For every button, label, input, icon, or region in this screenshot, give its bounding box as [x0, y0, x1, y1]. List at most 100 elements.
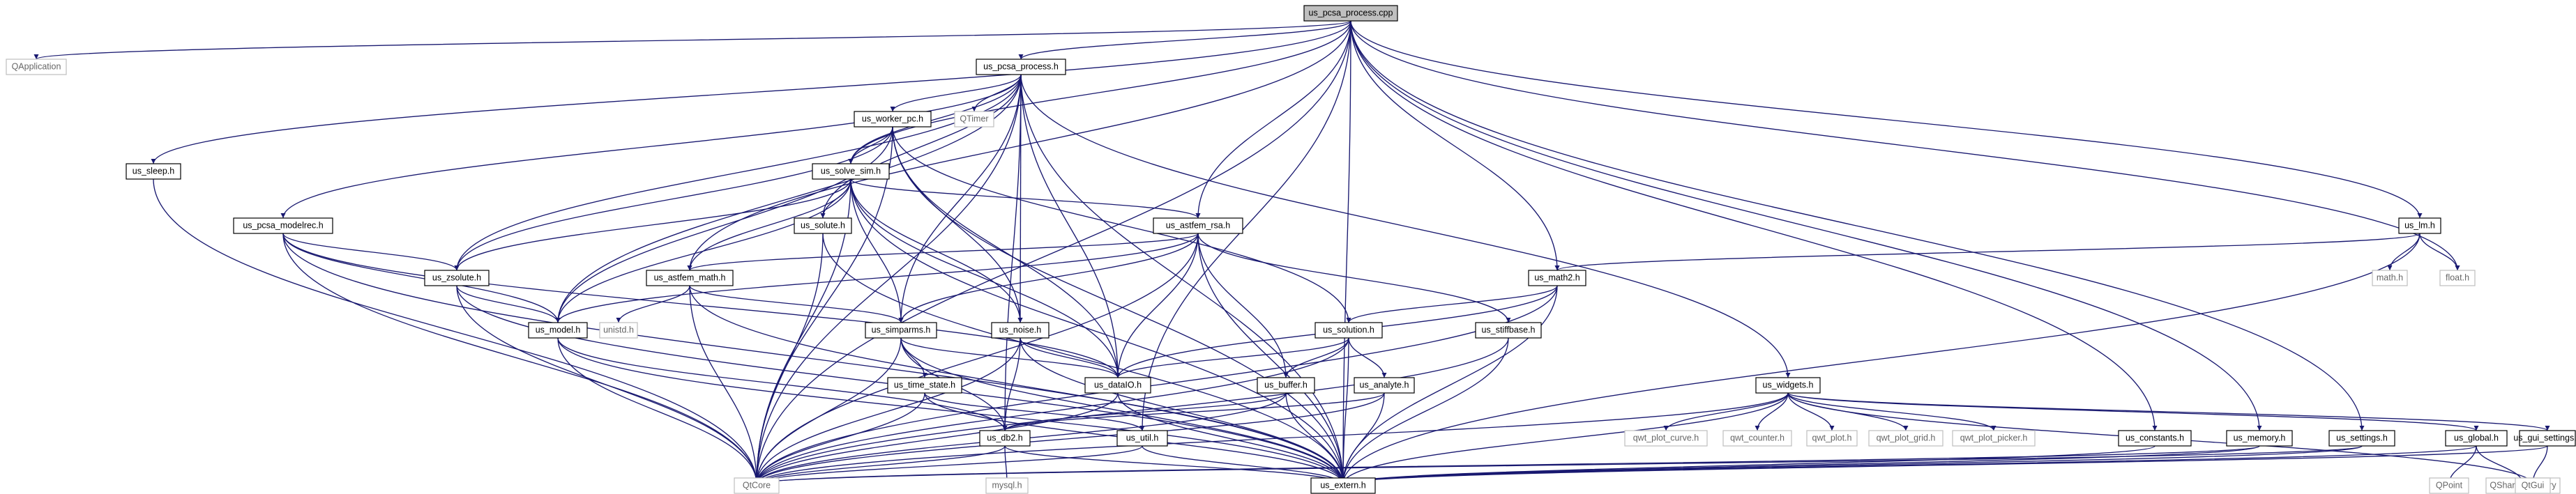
node-label: qwt_plot_curve.h: [1633, 433, 1699, 442]
edge-worker-to-qtcore: [754, 126, 893, 485]
node-label: QApplication: [12, 61, 61, 71]
node-label: us_db2.h: [987, 433, 1022, 442]
edge-solute-to-extern: [822, 233, 1346, 485]
node-box: [865, 322, 937, 339]
node-stiffbase[interactable]: us_stiffbase.h: [1475, 322, 1542, 339]
node-box: [424, 270, 490, 286]
node-label: us_time_state.h: [894, 380, 955, 389]
edge-root-to-util: [1139, 20, 1351, 431]
edge-astfemrsa-to-simparms: [898, 233, 1199, 323]
node-dataio[interactable]: us_dataIO.h: [1084, 377, 1151, 394]
edge-pcsa_h-to-qtcore: [754, 74, 1022, 485]
node-widgets[interactable]: us_widgets.h: [1755, 377, 1821, 394]
node-db2[interactable]: us_db2.h: [979, 430, 1031, 447]
node-astfemmath[interactable]: us_astfem_math.h: [646, 270, 734, 286]
node-label: us_gui_settings.h: [2513, 433, 2576, 442]
node-solute[interactable]: us_solute.h: [794, 217, 852, 234]
node-model[interactable]: us_model.h: [528, 322, 588, 339]
node-box: [991, 322, 1050, 339]
node-guisettings[interactable]: us_gui_settings.h: [2513, 430, 2576, 447]
node-global[interactable]: us_global.h: [2445, 430, 2508, 447]
node-label: us_constants.h: [2126, 433, 2184, 442]
edge-pcsa_h-to-zsolute: [454, 74, 1022, 271]
node-mathh: math.h: [2372, 270, 2408, 286]
node-qapp: QApplication: [6, 59, 67, 75]
node-noise[interactable]: us_noise.h: [991, 322, 1050, 339]
edge-root-to-floath: [1350, 20, 2460, 271]
node-extern[interactable]: us_extern.h: [1310, 477, 1376, 494]
node-label: float.h: [2446, 272, 2469, 282]
node-label: us_astfem_rsa.h: [1166, 220, 1230, 230]
node-unistd: unistd.h: [599, 322, 638, 339]
node-qtimer: QTimer: [954, 111, 994, 128]
edge-widgets-to-guisettings: [1787, 392, 2550, 431]
node-label: us_solute.h: [801, 220, 845, 230]
edge-root-to-memory: [1350, 20, 2262, 431]
node-box: [1303, 5, 1398, 22]
edge-widgets-to-qtcore: [754, 392, 1789, 485]
node-label: us_pcsa_modelrec.h: [243, 220, 323, 230]
node-simparms[interactable]: us_simparms.h: [865, 322, 937, 339]
edge-db2-to-qtcore: [754, 445, 1006, 485]
node-box: [2372, 270, 2408, 286]
node-analyte[interactable]: us_analyte.h: [1354, 377, 1415, 394]
node-solution[interactable]: us_solution.h: [1314, 322, 1383, 339]
node-box: [1528, 270, 1586, 286]
edge-solvesim-to-extern: [850, 178, 1346, 485]
edge-solvesim-to-model: [555, 178, 851, 323]
edge-solvesim-to-zsolute: [454, 178, 851, 271]
node-label: us_dataIO.h: [1094, 380, 1142, 389]
edge-modelrec-to-model: [282, 233, 561, 323]
edge-solvesim-to-noise: [850, 178, 1023, 323]
node-label: us_simparms.h: [872, 325, 931, 334]
edge-modelrec-to-qtcore: [282, 233, 759, 485]
node-label: us_lm.h: [2404, 220, 2435, 230]
node-mysql: mysql.h: [985, 477, 1029, 494]
node-label: math.h: [2377, 272, 2403, 282]
node-qwtplot: qwt_plot.h: [1806, 430, 1858, 447]
edge-solvesim-to-simparms: [850, 178, 904, 323]
node-root[interactable]: us_pcsa_process.cpp: [1303, 5, 1398, 22]
node-settings[interactable]: us_settings.h: [2328, 430, 2395, 447]
edge-root-to-constants: [1350, 20, 2158, 431]
node-box: [2519, 430, 2576, 447]
node-modelrec[interactable]: us_pcsa_modelrec.h: [233, 217, 333, 234]
node-label: QTimer: [960, 114, 988, 123]
edge-simparms-to-dataio: [900, 337, 1121, 378]
node-astfemrsa[interactable]: us_astfem_rsa.h: [1153, 217, 1243, 234]
edge-math2-to-qtcore: [754, 285, 1558, 485]
node-box: [954, 111, 994, 128]
node-sleep[interactable]: us_sleep.h: [126, 163, 181, 180]
node-timestate[interactable]: us_time_state.h: [887, 377, 962, 394]
node-qwtcurve: qwt_plot_curve.h: [1624, 430, 1708, 447]
edge-analyte-to-extern: [1340, 392, 1385, 485]
node-qwtpicker: qwt_plot_picker.h: [1952, 430, 2036, 447]
node-box: [1952, 430, 2036, 447]
node-box: [528, 322, 588, 339]
node-zsolute[interactable]: us_zsolute.h: [424, 270, 490, 286]
node-box: [887, 377, 962, 394]
node-memory[interactable]: us_memory.h: [2226, 430, 2293, 447]
node-label: us_sleep.h: [132, 166, 175, 176]
node-label: qwt_plot.h: [1812, 433, 1852, 442]
node-util[interactable]: us_util.h: [1116, 430, 1168, 447]
edge-astfemrsa-to-extern: [1197, 233, 1346, 485]
edge-timestate-to-util: [924, 392, 1145, 431]
node-solvesim[interactable]: us_solve_sim.h: [812, 163, 890, 180]
edge-memory-to-qtcore: [755, 445, 2260, 485]
node-qwtgrid: qwt_plot_grid.h: [1868, 430, 1944, 447]
node-buffer[interactable]: us_buffer.h: [1257, 377, 1315, 394]
edge-guisettings-to-extern: [1340, 445, 2548, 485]
node-lm[interactable]: us_lm.h: [2398, 217, 2441, 234]
node-pcsa-h[interactable]: us_pcsa_process.h: [976, 59, 1066, 75]
node-label: unistd.h: [603, 325, 634, 334]
node-worker[interactable]: us_worker_pc.h: [854, 111, 932, 128]
node-math2[interactable]: us_math2.h: [1528, 270, 1586, 286]
edge-pcsa_h-to-solute: [820, 74, 1022, 219]
edge-layer: [34, 20, 2550, 485]
node-qpoint: QPoint: [2429, 477, 2469, 494]
node-box: [2226, 430, 2293, 447]
node-constants[interactable]: us_constants.h: [2118, 430, 2192, 447]
node-qtgui: QtGui: [2515, 477, 2551, 494]
edge-simparms-to-qtcore: [754, 337, 902, 485]
